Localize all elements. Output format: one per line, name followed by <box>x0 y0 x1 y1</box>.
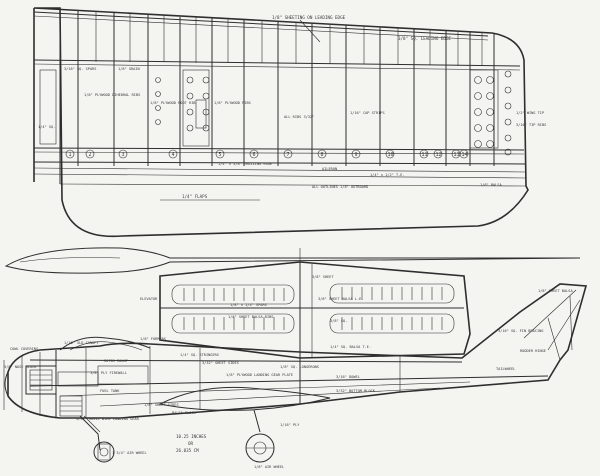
rear-spar-line <box>33 147 525 151</box>
canopy <box>59 336 151 351</box>
rib-number: 7 <box>287 152 290 158</box>
label-plywood-root: 1/8" PLYWOOD ROOT RIB <box>150 101 195 105</box>
scale-note: 10.25 INCHES OR 26.035 CM <box>176 434 207 453</box>
label-trailing-edge: 1/4" x 5/8" TRAILING EDGE <box>218 162 272 166</box>
label-outline: ALL OUTLINES 1/8" OUTBOARD <box>312 185 368 189</box>
wing-labels: 1/8" SHEETING ON LEADING EDGE 3/8" SQ. L… <box>38 15 546 201</box>
fuselage-side-view: 3/16" SQ. FIN BRACING 1/8" SHEET BALSA R… <box>3 283 588 469</box>
label-all-ribs: ALL RIBS 3/32" <box>284 115 314 119</box>
scale-line-2: OR <box>188 441 194 446</box>
fin <box>461 283 561 359</box>
label-tail-ply: 1/16" PLY <box>280 423 300 427</box>
rib-number: 5 <box>219 152 222 158</box>
label-sheet-sides: 3/32" SHEET SIDES <box>202 361 239 365</box>
lightening-holes <box>155 70 512 156</box>
rib-number: 12 <box>436 152 442 158</box>
label-flush-ribs: 1/8" PLYWOOD RIBS <box>214 101 251 105</box>
engine <box>25 365 149 417</box>
wing-ribs <box>39 10 499 184</box>
rib-number: 2 <box>89 152 92 158</box>
fuselage-top-profile <box>4 247 581 274</box>
stabilizer-plan-view: ELEVATOR 3/8" SHEET BALSA L.E. 1/8" SHEE… <box>140 261 471 359</box>
stab-ribs <box>171 283 455 334</box>
fuselage-labels: 3/16" SQ. FIN BRACING 1/8" SHEET BALSA R… <box>4 289 573 469</box>
scale-line-3: 26.035 CM <box>176 448 199 453</box>
label-stab-ply: 1/8" SHEET SIDES <box>144 403 179 407</box>
label-tank: FUEL TANK <box>100 389 120 393</box>
label-rear-gear: 1/8" AIR WHEEL <box>254 465 284 469</box>
label-fus-top: 1/4" SQ. STRINGERS <box>180 353 219 357</box>
label-bottom-sheet: 3/32" BOTTOM BLOCK <box>336 389 376 393</box>
rib-number: 8 <box>321 152 324 158</box>
label-tailwheel: TAILWHEEL <box>496 367 515 371</box>
label-stab-ribs: 1/8" SHEET BALSA RIBS <box>228 315 273 319</box>
label-wheels: 1 3/4" AIR WHEEL <box>112 451 147 455</box>
label-spar-left: 3/16" SQ. SPARS <box>64 67 96 71</box>
label-longerons: 1/8" SQ. LONGERONS <box>280 365 319 369</box>
trailing-edge-line <box>33 161 527 165</box>
formers <box>21 346 401 418</box>
label-motor-mount: MOTOR MOUNT <box>104 359 129 363</box>
label-tip-ribs: 3/16" TIP RIBS <box>516 123 546 127</box>
rib-number: 4 <box>172 152 175 158</box>
label-balsa: 1/8" BALSA <box>480 183 502 187</box>
label-stab-te: 1/4" SQ. BALSA T.E. <box>330 345 371 349</box>
label-fin-cap: 3/16" SQ. FIN BRACING <box>498 329 543 333</box>
rib-number: 9 <box>355 152 358 158</box>
label-trailing: 1/4" x 1/2" T.E. <box>370 173 405 177</box>
label-balsa-lead: 3/8" SHEET BALSA L.E. <box>318 297 363 301</box>
label-wing-tip: 1/2" WING TIP <box>516 111 544 115</box>
stab-rib-lines <box>183 287 443 330</box>
label-elevator: ELEVATOR <box>140 297 158 301</box>
rib-number: 6 <box>253 152 256 158</box>
label-plywood-ribs: 1/8" PLYWOOD DIHEDRAL RIBS <box>84 93 140 97</box>
label-rudder: RUDDER HINGE <box>520 349 546 353</box>
rib-number: 3 <box>122 152 125 158</box>
label-spar-top: 1/4" SQ. <box>38 125 55 129</box>
front-spar-line <box>33 59 521 67</box>
wing-plan-view: 1 2 3 4 5 6 7 8 9 10 11 12 13 14 1/8" SH… <box>33 7 546 238</box>
label-gear-mount: 1/8" PLYWOOD LANDING GEAR PLATE <box>226 373 293 377</box>
rib-number: 1 <box>69 152 72 158</box>
rib-number: 10 <box>388 152 394 158</box>
label-leading-edge: 3/8" SQ. LEADING EDGE <box>398 36 451 41</box>
rib-number: 14 <box>462 152 468 158</box>
label-tail-block: BALSA BLOCK <box>172 411 197 415</box>
label-grain: 1/8" GRAIN <box>118 67 140 71</box>
label-firewall: 1/8" PLY FIREWALL <box>90 371 127 375</box>
rear-landing-gear <box>245 409 275 463</box>
label-aileron: AILERON <box>322 167 337 171</box>
label-leading-sheeting: 1/8" SHEETING ON LEADING EDGE <box>272 15 346 20</box>
front-landing-gear <box>79 415 115 463</box>
label-front-gear: 3/32" MUSIC WIRE LANDING GEAR <box>76 417 140 421</box>
scale-line-1: 10.25 INCHES <box>176 434 207 439</box>
label-cowl: COWL COVERING <box>10 347 38 351</box>
wing-outline <box>33 7 529 238</box>
label-wing-dowel: 3/16" DOWEL <box>336 375 360 379</box>
label-nose: 3/8" NOSE BLOCK <box>4 365 37 369</box>
label-fus-former: 1/8" FORMERS <box>140 337 166 341</box>
label-stab-sheet: 3/8" SHEET <box>312 275 334 279</box>
rib-number-markers: 1 2 3 4 5 6 7 8 9 10 11 12 13 14 <box>65 149 469 159</box>
rib-number: 11 <box>422 152 428 158</box>
rib-number: 13 <box>454 152 460 158</box>
wing-section-profile <box>158 386 331 411</box>
label-stab-spar: 1/8" x 1/4" SPARS <box>230 303 267 307</box>
label-flaps: 1/4" FLAPS <box>182 194 208 199</box>
label-stab-tip: 3/8" SQ. <box>330 319 347 323</box>
label-canopy: 1/16" SLD CANOPY <box>64 341 99 345</box>
fuselage-outline <box>7 283 588 419</box>
label-fin-ribs: 1/8" SHEET BALSA <box>538 289 573 293</box>
label-cap-strips: 1/16" CAP STRIPS <box>350 111 385 115</box>
